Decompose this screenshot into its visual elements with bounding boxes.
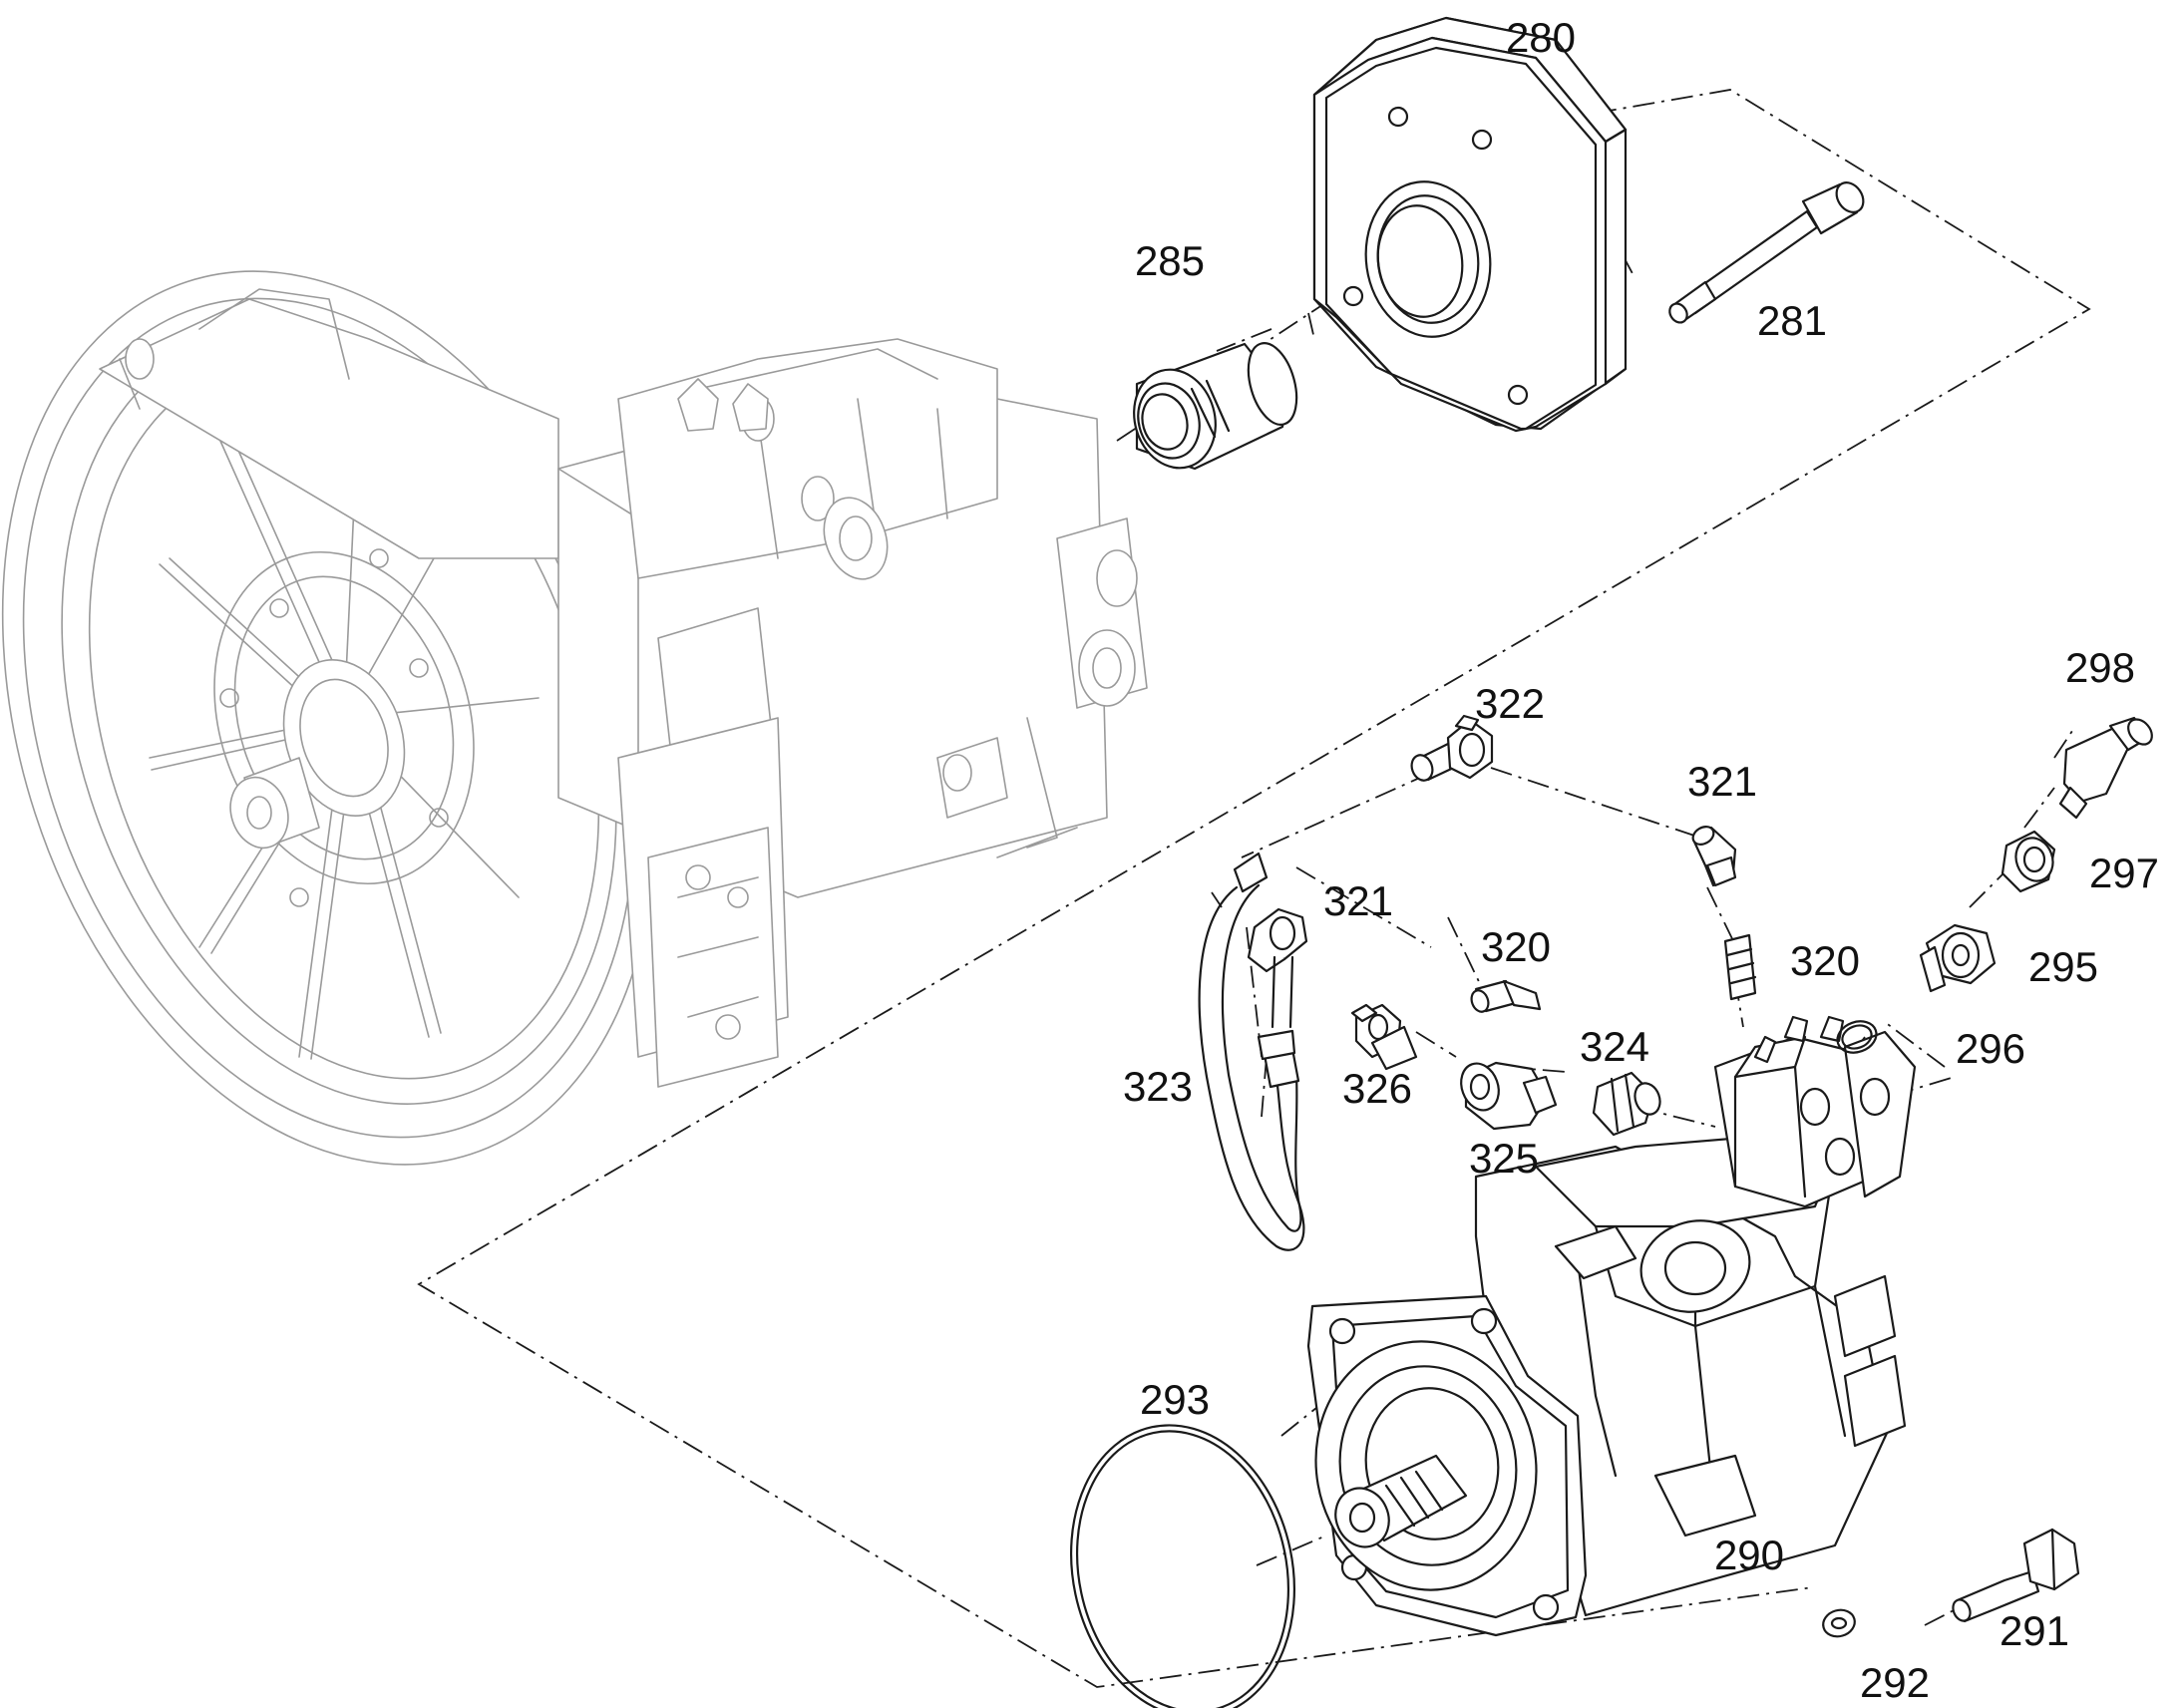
part-326-connector: [1350, 1003, 1418, 1071]
callout-320-right: 320: [1790, 937, 1860, 984]
part-297-union: [2000, 830, 2056, 893]
splined-shaft-end: [282, 659, 406, 817]
callout-298: 298: [2065, 644, 2135, 691]
callout-295: 295: [2028, 943, 2098, 990]
part-280-adapter-flange: [1312, 16, 1628, 433]
part-293-o-ring: [1069, 1424, 1296, 1708]
bell-housing: [99, 298, 559, 559]
callout-290: 290: [1714, 1532, 1784, 1578]
callout-320-left: 320: [1481, 923, 1551, 970]
callout-321-lower: 321: [1323, 877, 1393, 924]
part-285-coupling-sleeve: [1133, 342, 1298, 471]
flange-bore: [1364, 180, 1492, 338]
part-296-o-ring: [1836, 1020, 1878, 1054]
part-291-bolt: [1952, 1528, 2080, 1623]
callout-296: 296: [1956, 1025, 2025, 1072]
callout-293: 293: [1140, 1376, 1210, 1423]
part-322-tee-fitting: [1410, 714, 1494, 782]
part-323-hose: [1198, 852, 1305, 1251]
callout-324: 324: [1580, 1023, 1649, 1070]
breather-fitting: [125, 338, 155, 380]
main-pump-assembly: [1, 270, 1148, 1166]
callout-285: 285: [1135, 237, 1205, 284]
callout-281: 281: [1757, 297, 1827, 344]
callout-280: 280: [1506, 14, 1576, 61]
part-295-nut: [1919, 923, 1997, 993]
part-292-washer: [1822, 1608, 1856, 1638]
callout-321-upper: 321: [1687, 758, 1757, 805]
part-325-swivel-tee: [1460, 1061, 1558, 1131]
part-320b-adapter: [1470, 979, 1542, 1013]
callout-292: 292: [1860, 1659, 1930, 1706]
callout-323: 323: [1123, 1063, 1193, 1110]
callout-322: 322: [1475, 680, 1545, 727]
callout-326: 326: [1342, 1065, 1412, 1112]
part-320a-adapter: [1723, 933, 1757, 1001]
pump-port-top: [1639, 1219, 1751, 1313]
part-321b-elbow-fitting: [1247, 907, 1308, 973]
callout-labels: 280 285 281 298 322 321 321 297 320 320 …: [1123, 14, 2159, 1706]
part-281-bolt: [1668, 181, 1865, 324]
part-321a-elbow-fitting: [1691, 826, 1737, 887]
part-298-elbow: [2058, 716, 2153, 820]
callout-297: 297: [2089, 850, 2159, 896]
part-290-hydraulic-pump: [1306, 1015, 1917, 1637]
callout-325: 325: [1469, 1135, 1539, 1182]
callout-291: 291: [1999, 1607, 2069, 1654]
coupling-hub: [213, 550, 475, 885]
boundary-dashdot: [417, 89, 2091, 1688]
part-324-adapter: [1592, 1071, 1661, 1137]
